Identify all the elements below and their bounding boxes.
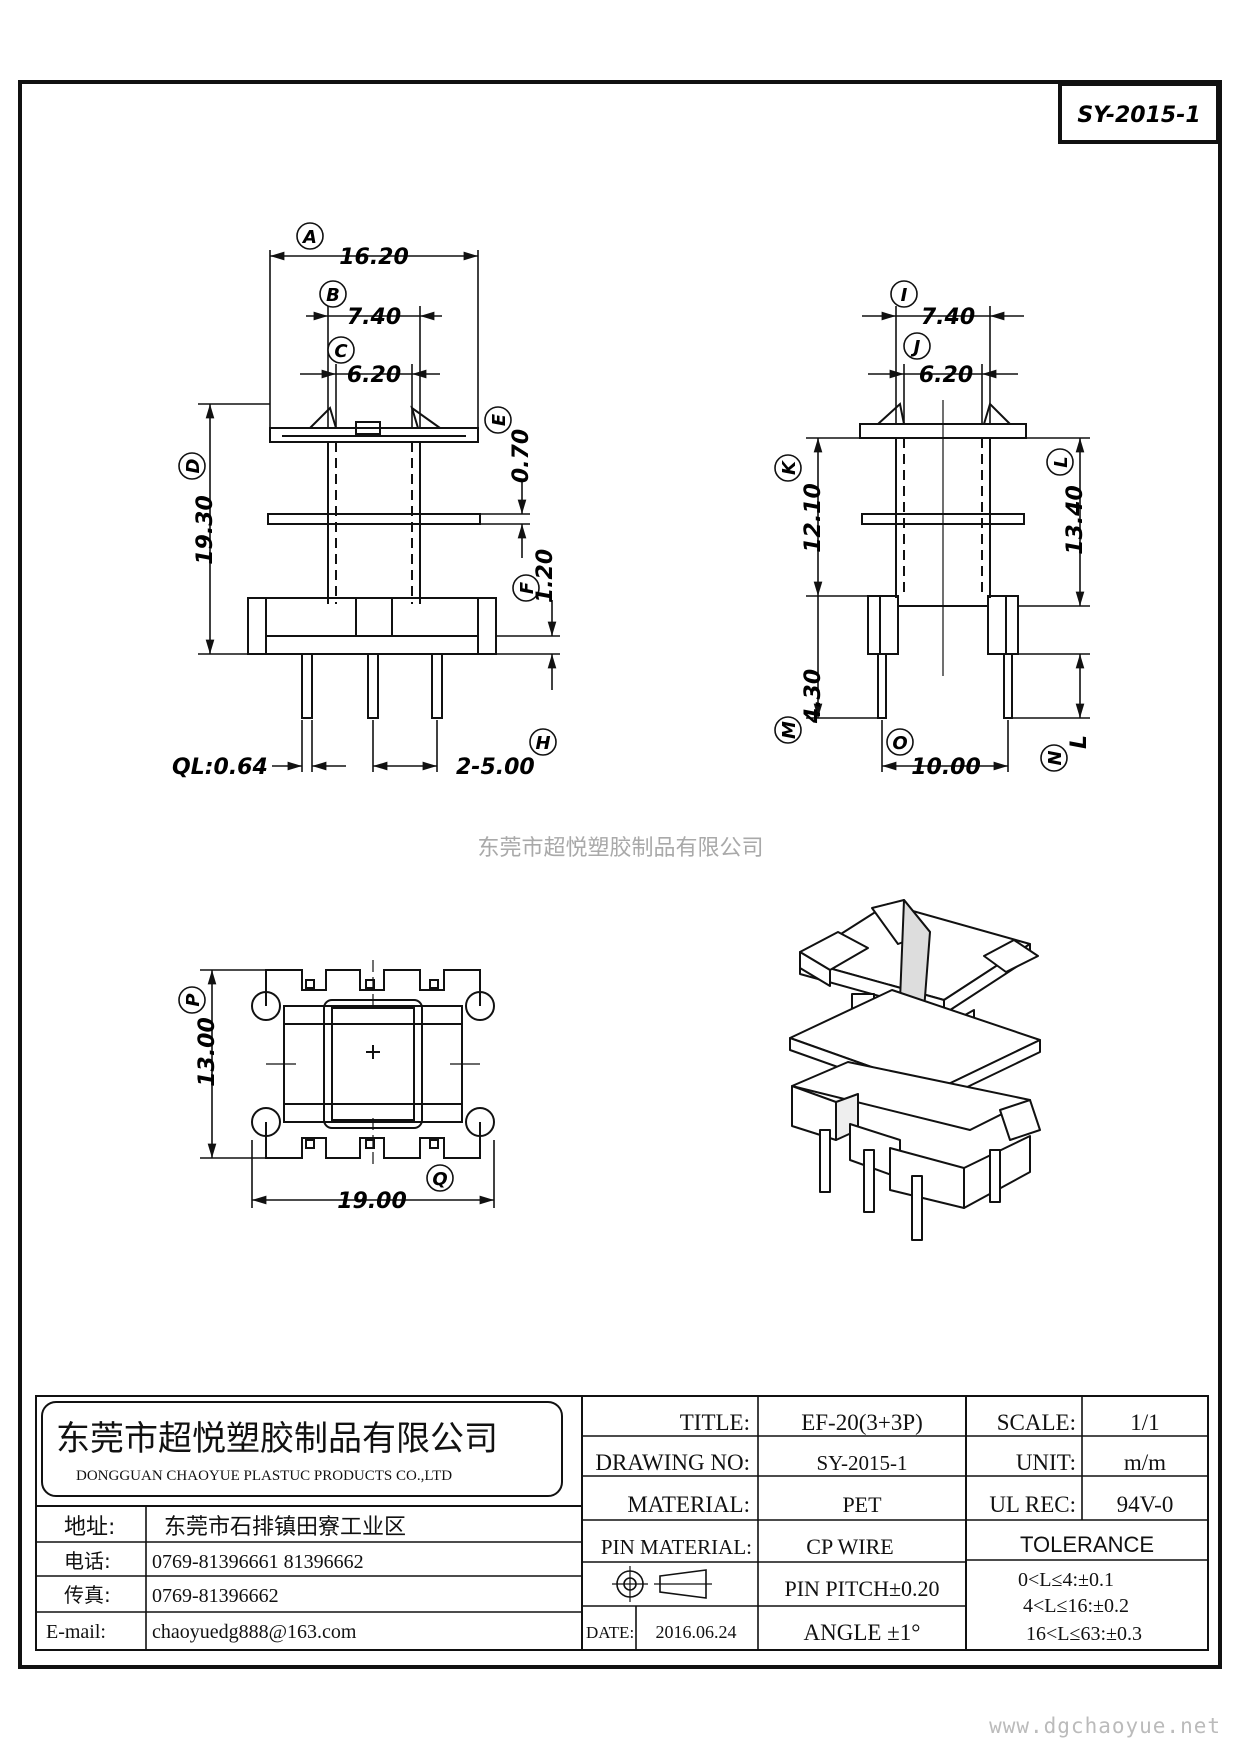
- svg-text:N: N: [1045, 750, 1066, 765]
- company-name-cn: 东莞市超悦塑胶制品有限公司: [56, 1419, 498, 1459]
- pin-material-value: CP WIRE: [806, 1534, 893, 1559]
- ul-rec-label: UL REC:: [989, 1492, 1076, 1517]
- dim-f-value: 1.20: [533, 549, 558, 603]
- isometric-view: [789, 899, 1041, 1241]
- svg-text:J: J: [911, 337, 921, 358]
- svg-text:Q: Q: [432, 1169, 447, 1190]
- pin-pitch: PIN PITCH±0.20: [784, 1576, 939, 1601]
- drawing-no-value: SY-2015-1: [816, 1451, 907, 1475]
- title-block-text: 东莞市超悦塑胶制品有限公司 DONGGUAN CHAOYUE PLASTUC P…: [46, 1410, 1173, 1645]
- fax-value: 0769-81396662: [152, 1585, 279, 1607]
- material-value: PET: [842, 1492, 882, 1517]
- balloon-o: O: [886, 728, 914, 756]
- dim-h-value: 2-5.00: [456, 755, 535, 780]
- dim-n-value: L: [1067, 735, 1092, 749]
- svg-text:E: E: [489, 413, 510, 426]
- balloon-e: E: [484, 406, 512, 434]
- balloon-n: N: [1040, 744, 1068, 772]
- balloon-k: K: [774, 454, 802, 482]
- address-value: 东莞市石排镇田寮工业区: [164, 1515, 406, 1540]
- balloon-c: C: [327, 336, 355, 364]
- material-label: MATERIAL:: [627, 1492, 750, 1517]
- dim-d-value: 19.30: [193, 495, 218, 565]
- dim-a-value: 16.20: [339, 245, 409, 270]
- scale-value: 1/1: [1130, 1410, 1159, 1435]
- top-view-labels: P 13.00 Q 19.00: [178, 986, 454, 1214]
- svg-text:C: C: [334, 341, 348, 362]
- balloon-a: A: [296, 222, 324, 250]
- company-name-en: DONGGUAN CHAOYUE PLASTUC PRODUCTS CO.,LT…: [76, 1468, 452, 1484]
- drawing-number-tag: SY-2015-1: [1058, 82, 1220, 144]
- front-view-dimensions: [806, 306, 1090, 772]
- svg-text:F: F: [517, 581, 538, 594]
- balloon-h: H: [529, 728, 557, 756]
- balloon-j: J: [903, 332, 931, 360]
- dim-j-value: 6.20: [919, 363, 973, 388]
- dim-e-value: 0.70: [509, 429, 534, 483]
- balloon-d: D: [178, 452, 206, 480]
- svg-text:M: M: [779, 721, 800, 739]
- dim-c-value: 6.20: [347, 363, 401, 388]
- unit-label: UNIT:: [1016, 1450, 1076, 1475]
- tolerance-1: 0<L≤4:±0.1: [1018, 1569, 1114, 1591]
- side-view-dimensions: [198, 250, 560, 772]
- dim-m-value: 4.30: [801, 669, 826, 724]
- pin-material-label: PIN MATERIAL:: [601, 1535, 752, 1559]
- date-value: 2016.06.24: [656, 1622, 737, 1642]
- dim-p-value: 13.00: [195, 1017, 220, 1087]
- title-label: TITLE:: [680, 1410, 750, 1435]
- top-view-dimensions: [200, 969, 495, 1208]
- sheet-border: [18, 80, 1222, 1669]
- top-view: [251, 960, 495, 1168]
- balloon-i: I: [890, 280, 918, 308]
- email-value: chaoyuedg888@163.com: [152, 1621, 357, 1643]
- balloon-m: M: [774, 716, 802, 744]
- dim-ql-value: QL:0.64: [172, 755, 268, 780]
- tolerance-2: 4<L≤16:±0.2: [1023, 1595, 1129, 1617]
- dim-q-value: 19.00: [337, 1189, 407, 1214]
- svg-text:L: L: [1051, 456, 1072, 467]
- tel-value: 0769-81396661 81396662: [152, 1551, 364, 1573]
- svg-text:H: H: [535, 733, 550, 754]
- date-label: DATE:: [586, 1623, 634, 1642]
- side-view: [247, 405, 497, 719]
- balloon-b: B: [319, 280, 347, 308]
- address-label: 地址:: [64, 1515, 115, 1540]
- balloon-p: P: [178, 986, 206, 1014]
- svg-text:O: O: [892, 733, 907, 754]
- dim-o-value: 10.00: [911, 755, 981, 780]
- svg-text:I: I: [901, 285, 908, 306]
- tolerance-3: 16<L≤63:±0.3: [1026, 1623, 1142, 1645]
- dim-b-value: 7.40: [347, 305, 401, 330]
- dim-k-value: 12.10: [801, 483, 826, 553]
- dim-l-value: 13.40: [1063, 485, 1088, 555]
- fax-label: 传真:: [64, 1583, 111, 1607]
- email-label: E-mail:: [46, 1621, 106, 1643]
- angle-tolerance: ANGLE ±1°: [804, 1620, 921, 1645]
- balloon-q: Q: [426, 1164, 454, 1192]
- svg-text:B: B: [326, 285, 340, 306]
- svg-text:P: P: [183, 993, 204, 1006]
- unit-value: m/m: [1124, 1450, 1166, 1475]
- balloon-f: F: [512, 574, 540, 602]
- balloon-l: L: [1046, 448, 1074, 476]
- website-text: www.dgchaoyue.net: [989, 1714, 1221, 1738]
- svg-text:K: K: [779, 459, 800, 475]
- title-value: EF-20(3+3P): [801, 1410, 923, 1435]
- drawing-number-text: SY-2015-1: [1077, 103, 1200, 128]
- side-view-labels: A 16.20 B 7.40 C 6.20 D 19.30 E 0.70 F 1…: [172, 222, 558, 780]
- svg-text:D: D: [183, 458, 204, 473]
- front-view-labels: I 7.40 J 6.20 K 12.10 L 13.40 M 4.30 N L…: [774, 280, 1092, 780]
- scale-label: SCALE:: [997, 1410, 1076, 1435]
- ul-rec-value: 94V-0: [1117, 1492, 1174, 1517]
- title-block: [35, 1395, 1209, 1651]
- drawing-no-label: DRAWING NO:: [595, 1450, 750, 1475]
- watermark-text: 东莞市超悦塑胶制品有限公司: [477, 836, 764, 861]
- front-view: [859, 400, 1027, 719]
- dim-i-value: 7.40: [921, 305, 975, 330]
- tel-label: 电话:: [64, 1549, 111, 1573]
- svg-text:A: A: [301, 227, 317, 248]
- tolerance-label: TOLERANCE: [1020, 1532, 1154, 1557]
